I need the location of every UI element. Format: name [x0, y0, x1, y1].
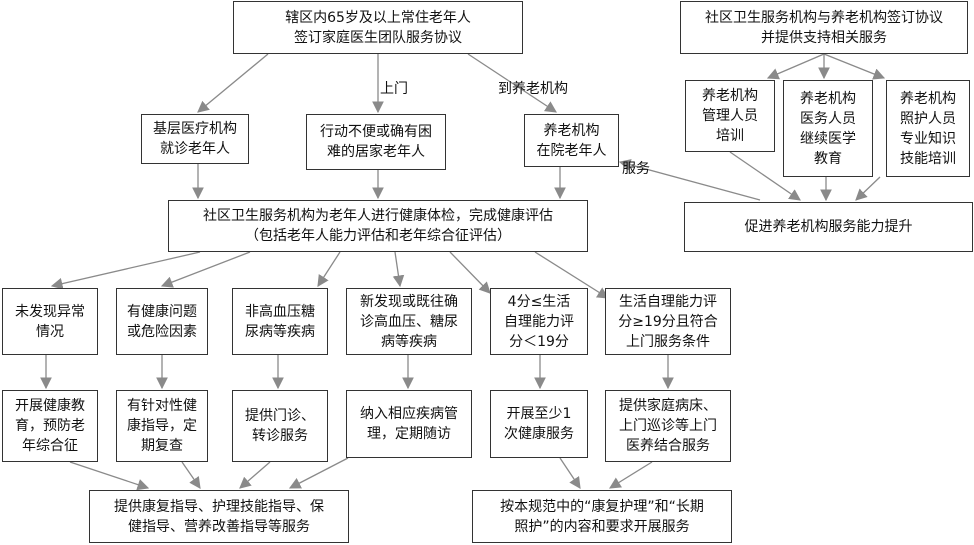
node-nursing-home-residents: 养老机构 在院老年人 — [524, 114, 619, 167]
node-home-bed-service: 提供家庭病床、 上门巡诊等上门 医养结合服务 — [605, 390, 731, 462]
node-non-chronic-disease: 非高血压糖 尿病等疾病 — [232, 288, 328, 355]
edge-a3-to-final-left — [239, 461, 271, 489]
node-signed-contract: 辖区内65岁及以上常住老年人 签订家庭医生团队服务协议 — [233, 1, 523, 54]
edge-a6-to-final-right — [609, 461, 653, 489]
edge-top-to-primary-care — [197, 53, 269, 113]
edge-caregiver-to-capacity — [855, 176, 881, 201]
node-medical-education: 养老机构 医务人员 继续医学 教育 — [783, 80, 873, 177]
edge-assessment-to-c2 — [160, 251, 251, 288]
node-health-risk: 有健康问题 或危险因素 — [116, 288, 208, 355]
edge-mgmt-to-capacity — [729, 151, 801, 201]
edge-assessment-to-c5 — [449, 251, 491, 294]
edge-topright-to-mgmt — [766, 53, 825, 80]
edge-a4-to-final-left — [288, 457, 349, 489]
node-community-agreement: 社区卫生服务机构与养老机构签订协议 并提供支持相关服务 — [680, 1, 968, 54]
edge-a5-to-final-right — [559, 457, 581, 489]
node-no-abnormality: 未发现异常 情况 — [2, 288, 98, 355]
node-rehab-longterm-care: 按本规范中的“康复护理”和“长期 照护”的内容和要求开展服务 — [472, 490, 732, 543]
node-outpatient-referral: 提供门诊、 转诊服务 — [232, 390, 328, 462]
node-caregiver-training: 养老机构 照护人员 专业知识 技能培训 — [886, 80, 970, 177]
edge-assessment-to-c4 — [392, 251, 405, 288]
node-management-training: 养老机构 管理人员 培训 — [685, 80, 775, 152]
edge-label-service: 服务 — [622, 161, 650, 177]
node-self-care-4-19: 4分≤生活 自理能力评 分＜19分 — [490, 288, 588, 355]
edge-top-to-nursing-home — [467, 53, 557, 113]
edge-a1-to-final-left — [69, 461, 150, 491]
node-self-care-19-plus: 生活自理能力评 分≥19分且符合 上门服务条件 — [605, 288, 731, 355]
node-guidance-services: 提供康复指导、护理技能指导、保 健指导、营养改善指导等服务 — [89, 490, 349, 543]
edge-topright-to-caregiver — [823, 53, 886, 80]
edge-assessment-to-c6 — [534, 251, 609, 299]
node-homebound-elderly: 行动不便或确有困 难的居家老年人 — [306, 114, 446, 170]
node-disease-management: 纳入相应疾病管 理，定期随访 — [346, 390, 472, 458]
node-health-assessment: 社区卫生服务机构为老年人进行健康体检，完成健康评估 （包括老年人能力评估和老年综… — [168, 200, 588, 252]
edge-capacity-to-nursing-home — [618, 159, 761, 201]
edge-label-to-nursing-home: 到养老机构 — [498, 81, 568, 97]
node-health-service: 开展至少1 次健康服务 — [490, 390, 588, 458]
node-capacity-improvement: 促进养老机构服务能力提升 — [684, 202, 973, 252]
node-targeted-guidance: 有针对性健 康指导，定 期复查 — [116, 390, 208, 462]
node-health-education: 开展健康教 育，预防老 年综合征 — [2, 390, 98, 462]
node-primary-care-patients: 基层医疗机构 就诊老年人 — [141, 114, 249, 164]
edge-a2-to-final-left — [181, 461, 201, 489]
node-hypertension-diabetes: 新发现或既往确 诊高血压、糖尿 病等疾病 — [346, 288, 472, 355]
edge-label-door: 上门 — [380, 81, 408, 97]
edge-assessment-to-c1 — [50, 251, 201, 290]
edge-assessment-to-c3 — [317, 251, 341, 287]
